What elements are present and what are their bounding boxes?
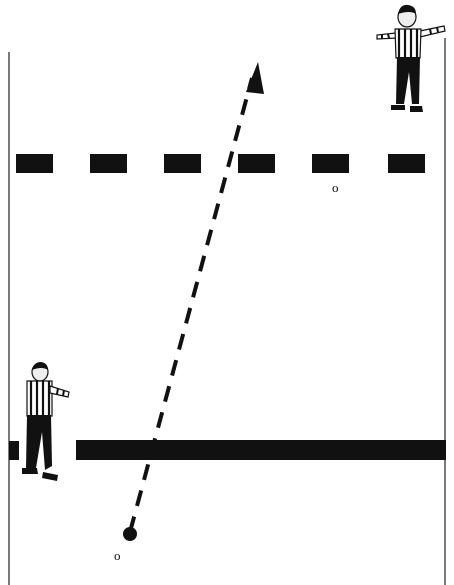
puck-path	[123, 62, 264, 541]
puck-start-dot	[123, 527, 137, 541]
puck-path-line	[130, 78, 252, 532]
linesman-figure	[22, 362, 69, 481]
referee-figure	[377, 5, 445, 112]
solid-line	[9, 440, 446, 460]
arrowhead-icon	[246, 62, 264, 94]
line-mark-label: o	[332, 181, 339, 194]
dashed-line	[16, 154, 425, 173]
start-mark-label: o	[114, 549, 121, 562]
